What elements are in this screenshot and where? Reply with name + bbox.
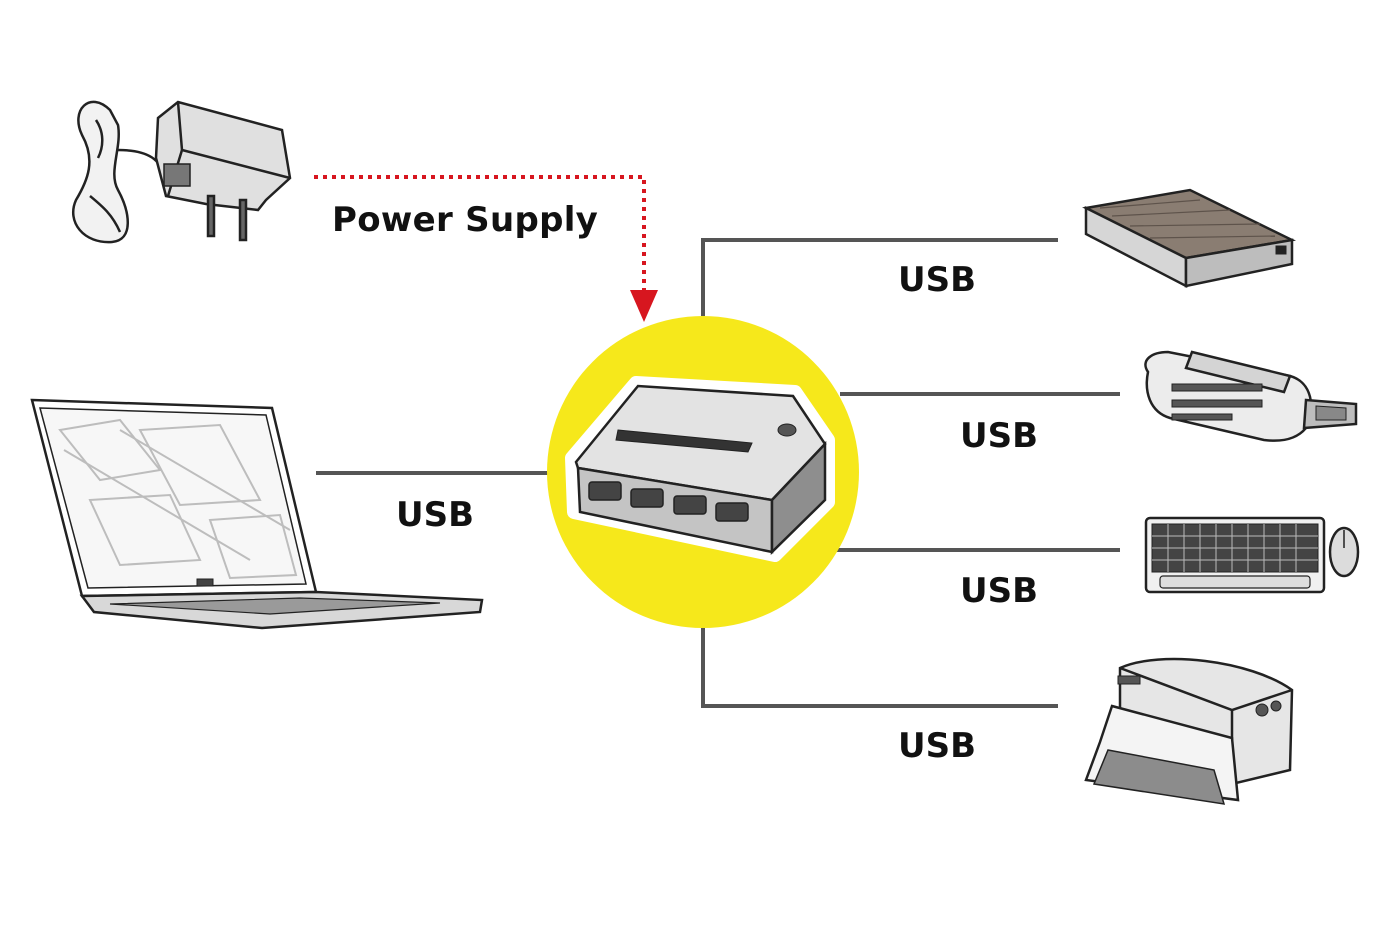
usb-label-laptop: USB [396,495,475,535]
laptop-icon [30,398,484,630]
external-drive-icon [1082,188,1297,289]
usb-label-external-drive: USB [898,260,977,300]
connector-external-drive [701,238,1058,316]
power-adapter-icon [72,100,292,244]
usb-label-card-reader: USB [960,416,1039,456]
connector-lines [316,238,1120,708]
printer-icon [1084,657,1294,805]
usb-label-keyboard: USB [960,571,1039,611]
arrow-head-icon [630,290,658,322]
usb-hub-icon [565,376,835,562]
usb-label-printer: USB [898,726,977,766]
keyboard-mouse-icon [1144,516,1360,594]
card-reader-icon [1144,350,1358,442]
connector-printer [701,628,1058,708]
power-supply-label: Power Supply [332,200,599,240]
power-arrow [314,175,658,322]
